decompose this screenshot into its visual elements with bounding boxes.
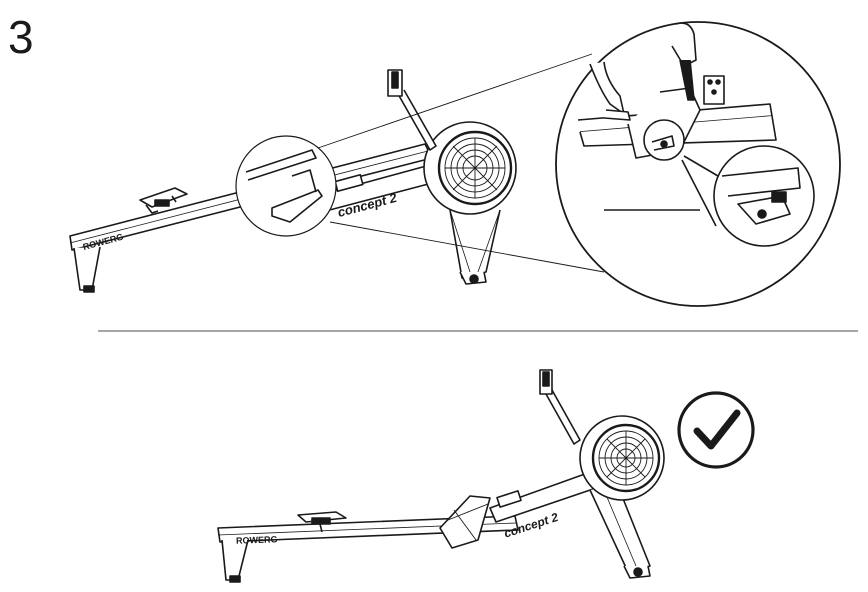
model-label-bottom: ROWERG [236,534,278,545]
detail-magnifier [555,21,841,307]
rower-bottom [217,369,665,583]
rower-top [69,53,605,293]
step-number: 3 [8,11,34,63]
check-circle-icon [677,391,755,469]
